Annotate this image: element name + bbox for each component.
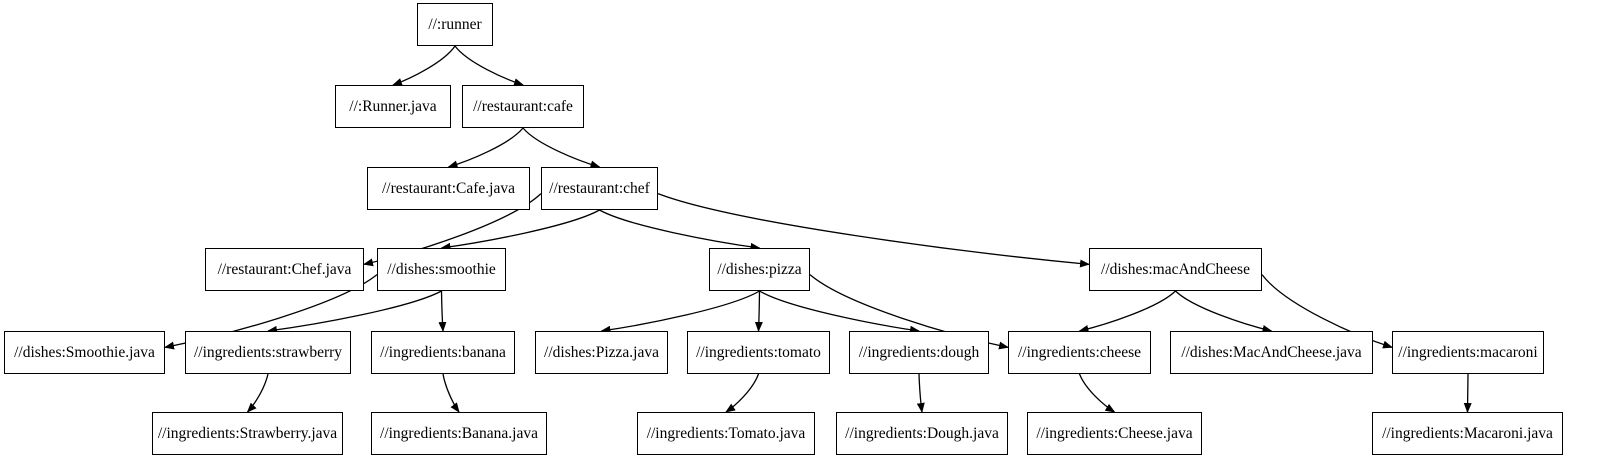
graph-node-ing_strawberry[interactable]: //ingredients:strawberry bbox=[185, 331, 351, 374]
graph-node-ing_tomato[interactable]: //ingredients:tomato bbox=[687, 331, 830, 374]
graph-node-ing_banana[interactable]: //ingredients:banana bbox=[371, 331, 515, 374]
graph-node-label: //dishes:MacAndCheese.java bbox=[1181, 343, 1362, 361]
graph-edge-ing_strawberry-to-ing_strawberryjava bbox=[246, 373, 269, 413]
graph-edge-dishes_smoothie-to-ing_banana bbox=[438, 290, 447, 332]
graph-edge-ing_cheese-to-ing_cheesejava bbox=[1078, 373, 1116, 413]
graph-node-dishes_macjava[interactable]: //dishes:MacAndCheese.java bbox=[1170, 331, 1373, 374]
graph-node-label: //ingredients:Macaroni.java bbox=[1382, 424, 1553, 442]
graph-edge-restaurant_cafe-to-restaurant_chef bbox=[522, 127, 601, 169]
graph-node-ing_bananajava[interactable]: //ingredients:Banana.java bbox=[371, 412, 547, 455]
graph-node-restaurant_cafejava[interactable]: //restaurant:Cafe.java bbox=[367, 167, 530, 210]
graph-edge-restaurant_cafe-to-restaurant_cafejava bbox=[447, 127, 524, 169]
graph-edge-runner-to-restaurant_cafe bbox=[454, 45, 524, 86]
graph-node-label: //ingredients:dough bbox=[858, 343, 980, 361]
graph-edge-ing_banana-to-ing_bananajava bbox=[442, 373, 460, 413]
graph-edge-ing_dough-to-ing_doughjava bbox=[916, 373, 925, 413]
graph-node-label: //ingredients:Banana.java bbox=[380, 424, 538, 442]
graph-edge-dishes_smoothie-to-ing_strawberry bbox=[267, 290, 442, 334]
graph-node-dishes_pizzajava[interactable]: //dishes:Pizza.java bbox=[535, 331, 668, 374]
graph-edge-dishes_pizza-to-dishes_pizzajava bbox=[600, 290, 760, 334]
graph-node-label: //ingredients:cheese bbox=[1017, 343, 1142, 361]
graph-node-label: //ingredients:tomato bbox=[696, 343, 821, 361]
graph-edge-dishes_macandcheese-to-dishes_macjava bbox=[1175, 290, 1273, 333]
graph-node-label: //dishes:macAndCheese bbox=[1101, 260, 1250, 278]
graph-node-ing_dough[interactable]: //ingredients:dough bbox=[849, 331, 989, 374]
graph-edge-restaurant_chef-to-dishes_pizza bbox=[599, 209, 761, 251]
graph-node-label: //restaurant:cafe bbox=[473, 97, 573, 115]
graph-node-label: //ingredients:banana bbox=[380, 343, 506, 361]
graph-node-label: //dishes:Pizza.java bbox=[544, 343, 659, 361]
graph-node-ing_cheesejava[interactable]: //ingredients:Cheese.java bbox=[1027, 412, 1202, 455]
graph-node-label: //ingredients:strawberry bbox=[193, 343, 343, 361]
graph-node-restaurant_chef[interactable]: //restaurant:chef bbox=[541, 167, 658, 210]
graph-node-label: //dishes:pizza bbox=[717, 260, 802, 278]
graph-node-label: //restaurant:Cafe.java bbox=[382, 179, 515, 197]
graph-node-label: //restaurant:chef bbox=[549, 179, 650, 197]
graph-node-label: //:Runner.java bbox=[349, 97, 437, 115]
graph-node-ing_cheese[interactable]: //ingredients:cheese bbox=[1008, 331, 1151, 374]
graph-node-label: //restaurant:Chef.java bbox=[217, 260, 352, 278]
graph-node-ing_doughjava[interactable]: //ingredients:Dough.java bbox=[836, 412, 1008, 455]
graph-node-label: //dishes:Smoothie.java bbox=[14, 343, 155, 361]
graph-edge-restaurant_chef-to-dishes_smoothie bbox=[440, 209, 600, 251]
graph-node-label: //ingredients:Tomato.java bbox=[646, 424, 806, 442]
graph-node-dishes_smoothie[interactable]: //dishes:smoothie bbox=[377, 248, 506, 291]
graph-node-label: //ingredients:macaroni bbox=[1398, 343, 1538, 361]
graph-edge-dishes_macandcheese-to-ing_cheese bbox=[1078, 290, 1176, 333]
graph-node-runner[interactable]: //:runner bbox=[417, 3, 493, 46]
graph-node-dishes_pizza[interactable]: //dishes:pizza bbox=[709, 248, 810, 291]
graph-node-ing_macaronijava[interactable]: //ingredients:Macaroni.java bbox=[1372, 412, 1563, 455]
graph-edge-dishes_pizza-to-ing_dough bbox=[759, 290, 920, 334]
graph-node-label: //dishes:smoothie bbox=[387, 260, 496, 278]
graph-edge-ing_macaroni-to-ing_macaronijava bbox=[1463, 373, 1472, 413]
graph-node-label: //ingredients:Cheese.java bbox=[1036, 424, 1193, 442]
graph-node-ing_tomatojava[interactable]: //ingredients:Tomato.java bbox=[637, 412, 815, 455]
graph-edge-dishes_pizza-to-ing_tomato bbox=[754, 290, 763, 332]
graph-node-runner_java[interactable]: //:Runner.java bbox=[335, 85, 451, 128]
graph-node-restaurant_cafe[interactable]: //restaurant:cafe bbox=[462, 85, 584, 128]
graph-node-label: //ingredients:Strawberry.java bbox=[157, 424, 338, 442]
graph-node-ing_strawberryjava[interactable]: //ingredients:Strawberry.java bbox=[152, 412, 343, 455]
graph-edge-ing_tomato-to-ing_tomatojava bbox=[725, 373, 760, 413]
graph-node-dishes_macandcheese[interactable]: //dishes:macAndCheese bbox=[1089, 248, 1262, 291]
graph-edge-runner-to-runner_java bbox=[392, 45, 456, 86]
graph-node-dishes_smoothiejava[interactable]: //dishes:Smoothie.java bbox=[4, 331, 165, 374]
graph-node-label: //:runner bbox=[428, 15, 482, 33]
graph-node-ing_macaroni[interactable]: //ingredients:macaroni bbox=[1392, 331, 1544, 374]
graph-node-label: //ingredients:Dough.java bbox=[845, 424, 999, 442]
graph-node-restaurant_chefjava[interactable]: //restaurant:Chef.java bbox=[205, 248, 364, 291]
